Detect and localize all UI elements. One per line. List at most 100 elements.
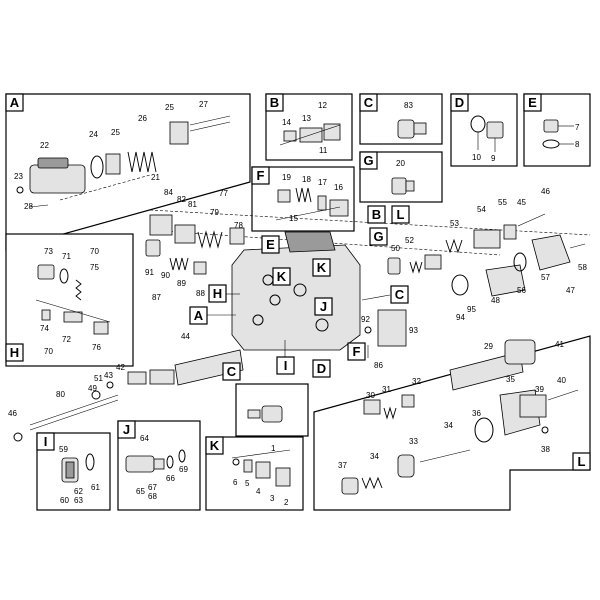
part-4: 4 — [256, 487, 261, 496]
part-6: 6 — [233, 478, 238, 487]
part-64: 64 — [140, 434, 149, 443]
part-15: 15 — [289, 214, 298, 223]
panel-a: A 22 23 24 25 25 26 27 28 21 — [5, 93, 251, 251]
part-82: 84 — [164, 188, 173, 197]
part-45b: 80 — [56, 390, 65, 399]
part-46a: 46 — [541, 187, 550, 196]
part-95: 95 — [467, 305, 476, 314]
part-65: 65 — [136, 487, 145, 496]
part-59: 59 — [59, 445, 68, 454]
panel-e-letter: E — [528, 95, 537, 110]
callout-j: J — [320, 299, 327, 314]
part-18: 18 — [302, 175, 311, 184]
part-17: 17 — [318, 178, 327, 187]
panel-a-drawing — [16, 115, 231, 208]
panel-b: B 12 13 14 11 — [265, 93, 353, 161]
callout-k-upper: K — [317, 260, 327, 275]
part-19: 19 — [282, 173, 291, 182]
part-48: 50 — [391, 244, 400, 253]
part-70b: 70 — [44, 347, 53, 356]
part-34a: 33 — [409, 437, 418, 446]
part-33: 34 — [370, 452, 379, 461]
part-5: 5 — [245, 479, 250, 488]
callout-g: G — [373, 229, 383, 244]
panel-g-drawing — [391, 177, 415, 195]
part-1: 1 — [271, 444, 276, 453]
callout-k-left: K — [277, 269, 287, 284]
part-90: 93 — [409, 326, 418, 335]
part-21: 21 — [151, 173, 160, 182]
panel-g-letter: G — [363, 153, 373, 168]
valve-body — [231, 244, 361, 351]
panel-l-drawing — [341, 339, 579, 495]
panel-a-tab — [5, 93, 24, 112]
panel-b-letter: B — [270, 95, 279, 110]
callout-h: H — [213, 286, 222, 301]
part-87: 90 — [161, 271, 170, 280]
callout-i: I — [284, 358, 288, 373]
part-23: 23 — [14, 172, 23, 181]
part-69: 69 — [179, 465, 188, 474]
panel-k: K 1 6 5 4 3 2 — [205, 436, 304, 511]
part-63: 63 — [74, 496, 83, 505]
part-22: 22 — [40, 141, 49, 150]
panel-c-drawing — [397, 119, 427, 139]
panel-e: E 7 8 — [523, 93, 591, 167]
part-55: 47 — [566, 286, 575, 295]
part-34b: 37 — [338, 461, 347, 470]
part-77: 77 — [219, 189, 228, 198]
panel-f-drawing — [275, 187, 349, 221]
part-57: 57 — [541, 273, 550, 282]
assembly-callouts: B L G E K K C H J A F I D C — [189, 205, 410, 381]
part-56: 56 — [517, 286, 526, 295]
panel-k-drawing — [231, 449, 291, 487]
panel-j: J 64 69 66 67 65 68 — [117, 420, 201, 511]
panel-j-drawing — [125, 449, 186, 473]
part-3: 3 — [270, 494, 275, 503]
callout-d: D — [317, 361, 326, 376]
part-2: 2 — [284, 498, 289, 507]
part-66: 66 — [166, 474, 175, 483]
part-8: 8 — [575, 140, 580, 149]
part-10: 10 — [472, 153, 481, 162]
part-31: 31 — [382, 385, 391, 394]
part-81: 82 — [177, 195, 186, 204]
part-49: 51 — [94, 374, 103, 383]
panel-a-letter: A — [10, 95, 20, 110]
part-80: 81 — [188, 200, 197, 209]
panel-j-letter: J — [123, 422, 130, 437]
panel-f: F 19 18 17 16 15 — [251, 166, 355, 232]
part-94: 94 — [456, 313, 465, 322]
part-71: 71 — [62, 252, 71, 261]
part-70a: 70 — [90, 247, 99, 256]
part-45a: 45 — [517, 198, 526, 207]
panel-h: H 70 73 71 75 74 72 76 70 — [5, 233, 134, 367]
part-16: 16 — [334, 183, 343, 192]
panel-h-drawing — [35, 264, 111, 335]
part-76: 76 — [92, 343, 101, 352]
part-29: 29 — [484, 342, 493, 351]
part-60: 60 — [60, 496, 69, 505]
part-88: 91 — [145, 268, 154, 277]
part-74: 74 — [40, 324, 49, 333]
part-72: 73 — [44, 247, 53, 256]
callout-c-right: C — [395, 287, 405, 302]
panel-i-letter: I — [44, 434, 48, 449]
part-26: 26 — [138, 114, 147, 123]
part-58: 58 — [578, 263, 587, 272]
part-68: 68 — [148, 492, 157, 501]
part-73: 72 — [62, 335, 71, 344]
main-part-labels: 84 77 82 81 79 78 91 90 89 88 87 50 52 5… — [8, 187, 587, 418]
callout-b: B — [372, 207, 381, 222]
part-91: 92 — [361, 315, 370, 324]
callout-f: F — [353, 344, 361, 359]
part-24: 24 — [89, 130, 98, 139]
part-53: 55 — [498, 198, 507, 207]
part-13: 13 — [302, 114, 311, 123]
panel-f-letter: F — [257, 168, 265, 183]
panel-d-letter: D — [455, 95, 464, 110]
part-75: 75 — [90, 263, 99, 272]
part-83: 83 — [404, 101, 413, 110]
panel-k-letter: K — [210, 438, 220, 453]
